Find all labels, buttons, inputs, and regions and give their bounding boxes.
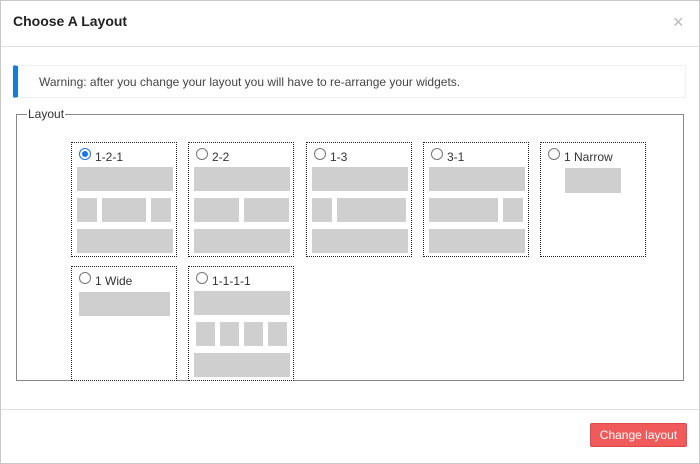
layout-preview-block [244, 198, 289, 222]
layout-preview-block [194, 291, 290, 315]
layout-option-label: 1-1-1-1 [212, 274, 251, 288]
layout-preview-block [244, 322, 263, 346]
layout-option-label: 1 Narrow [564, 150, 613, 164]
layout-preview-block [503, 198, 523, 222]
layout-option-1-1-1-1[interactable]: 1-1-1-1 [188, 266, 294, 381]
layout-preview-block [429, 198, 498, 222]
layout-fieldset: Layout 1-2-1 2-2 1-3 [16, 107, 684, 381]
layout-radio-1-2-1[interactable] [79, 148, 91, 160]
layout-preview-block [77, 229, 173, 253]
layout-option-3-1[interactable]: 3-1 [423, 142, 529, 257]
layout-preview-block [429, 229, 525, 253]
change-layout-button[interactable]: Change layout [590, 423, 687, 447]
warning-text: Warning: after you change your layout yo… [39, 75, 461, 89]
layout-preview-block [429, 167, 525, 191]
layout-option-1-narrow[interactable]: 1 Narrow [540, 142, 646, 257]
footer-divider [1, 409, 699, 410]
layout-option-1-2-1[interactable]: 1-2-1 [71, 142, 177, 257]
layout-option-label: 1 Wide [95, 274, 133, 288]
layout-option-1-3[interactable]: 1-3 [306, 142, 412, 257]
layout-preview-block [77, 198, 97, 222]
layout-radio-3-1[interactable] [431, 148, 443, 160]
warning-callout: Warning: after you change your layout yo… [13, 65, 686, 98]
layout-option-label: 3-1 [447, 150, 465, 164]
layout-preview-block [312, 167, 408, 191]
layout-legend: Layout [28, 107, 65, 121]
layout-preview-block [194, 167, 290, 191]
layout-radio-2-2[interactable] [196, 148, 208, 160]
layout-preview-block [194, 353, 290, 377]
layout-preview-block [79, 292, 170, 316]
layout-radio-1-3[interactable] [314, 148, 326, 160]
layout-preview-block [565, 168, 621, 193]
layout-option-label: 1-3 [330, 150, 348, 164]
dialog-header: Choose A Layout × [1, 1, 699, 47]
layout-preview-block [337, 198, 406, 222]
layout-option-label: 2-2 [212, 150, 230, 164]
layout-preview-block [268, 322, 287, 346]
layout-radio-1-wide[interactable] [79, 272, 91, 284]
layout-preview-block [194, 198, 239, 222]
layout-preview-block [312, 198, 332, 222]
layout-radio-1-narrow[interactable] [548, 148, 560, 160]
layout-preview-block [151, 198, 171, 222]
layout-preview-block [102, 198, 146, 222]
layout-option-label: 1-2-1 [95, 150, 124, 164]
layout-radio-1-1-1-1[interactable] [196, 272, 208, 284]
layout-preview-block [312, 229, 408, 253]
layout-preview-block [194, 229, 290, 253]
layout-option-2-2[interactable]: 2-2 [188, 142, 294, 257]
layout-preview-block [77, 167, 173, 191]
layout-preview-block [220, 322, 239, 346]
dialog-title: Choose A Layout [13, 13, 128, 29]
layout-option-1-wide[interactable]: 1 Wide [71, 266, 177, 381]
layout-preview-block [196, 322, 215, 346]
close-icon[interactable]: × [673, 12, 684, 32]
